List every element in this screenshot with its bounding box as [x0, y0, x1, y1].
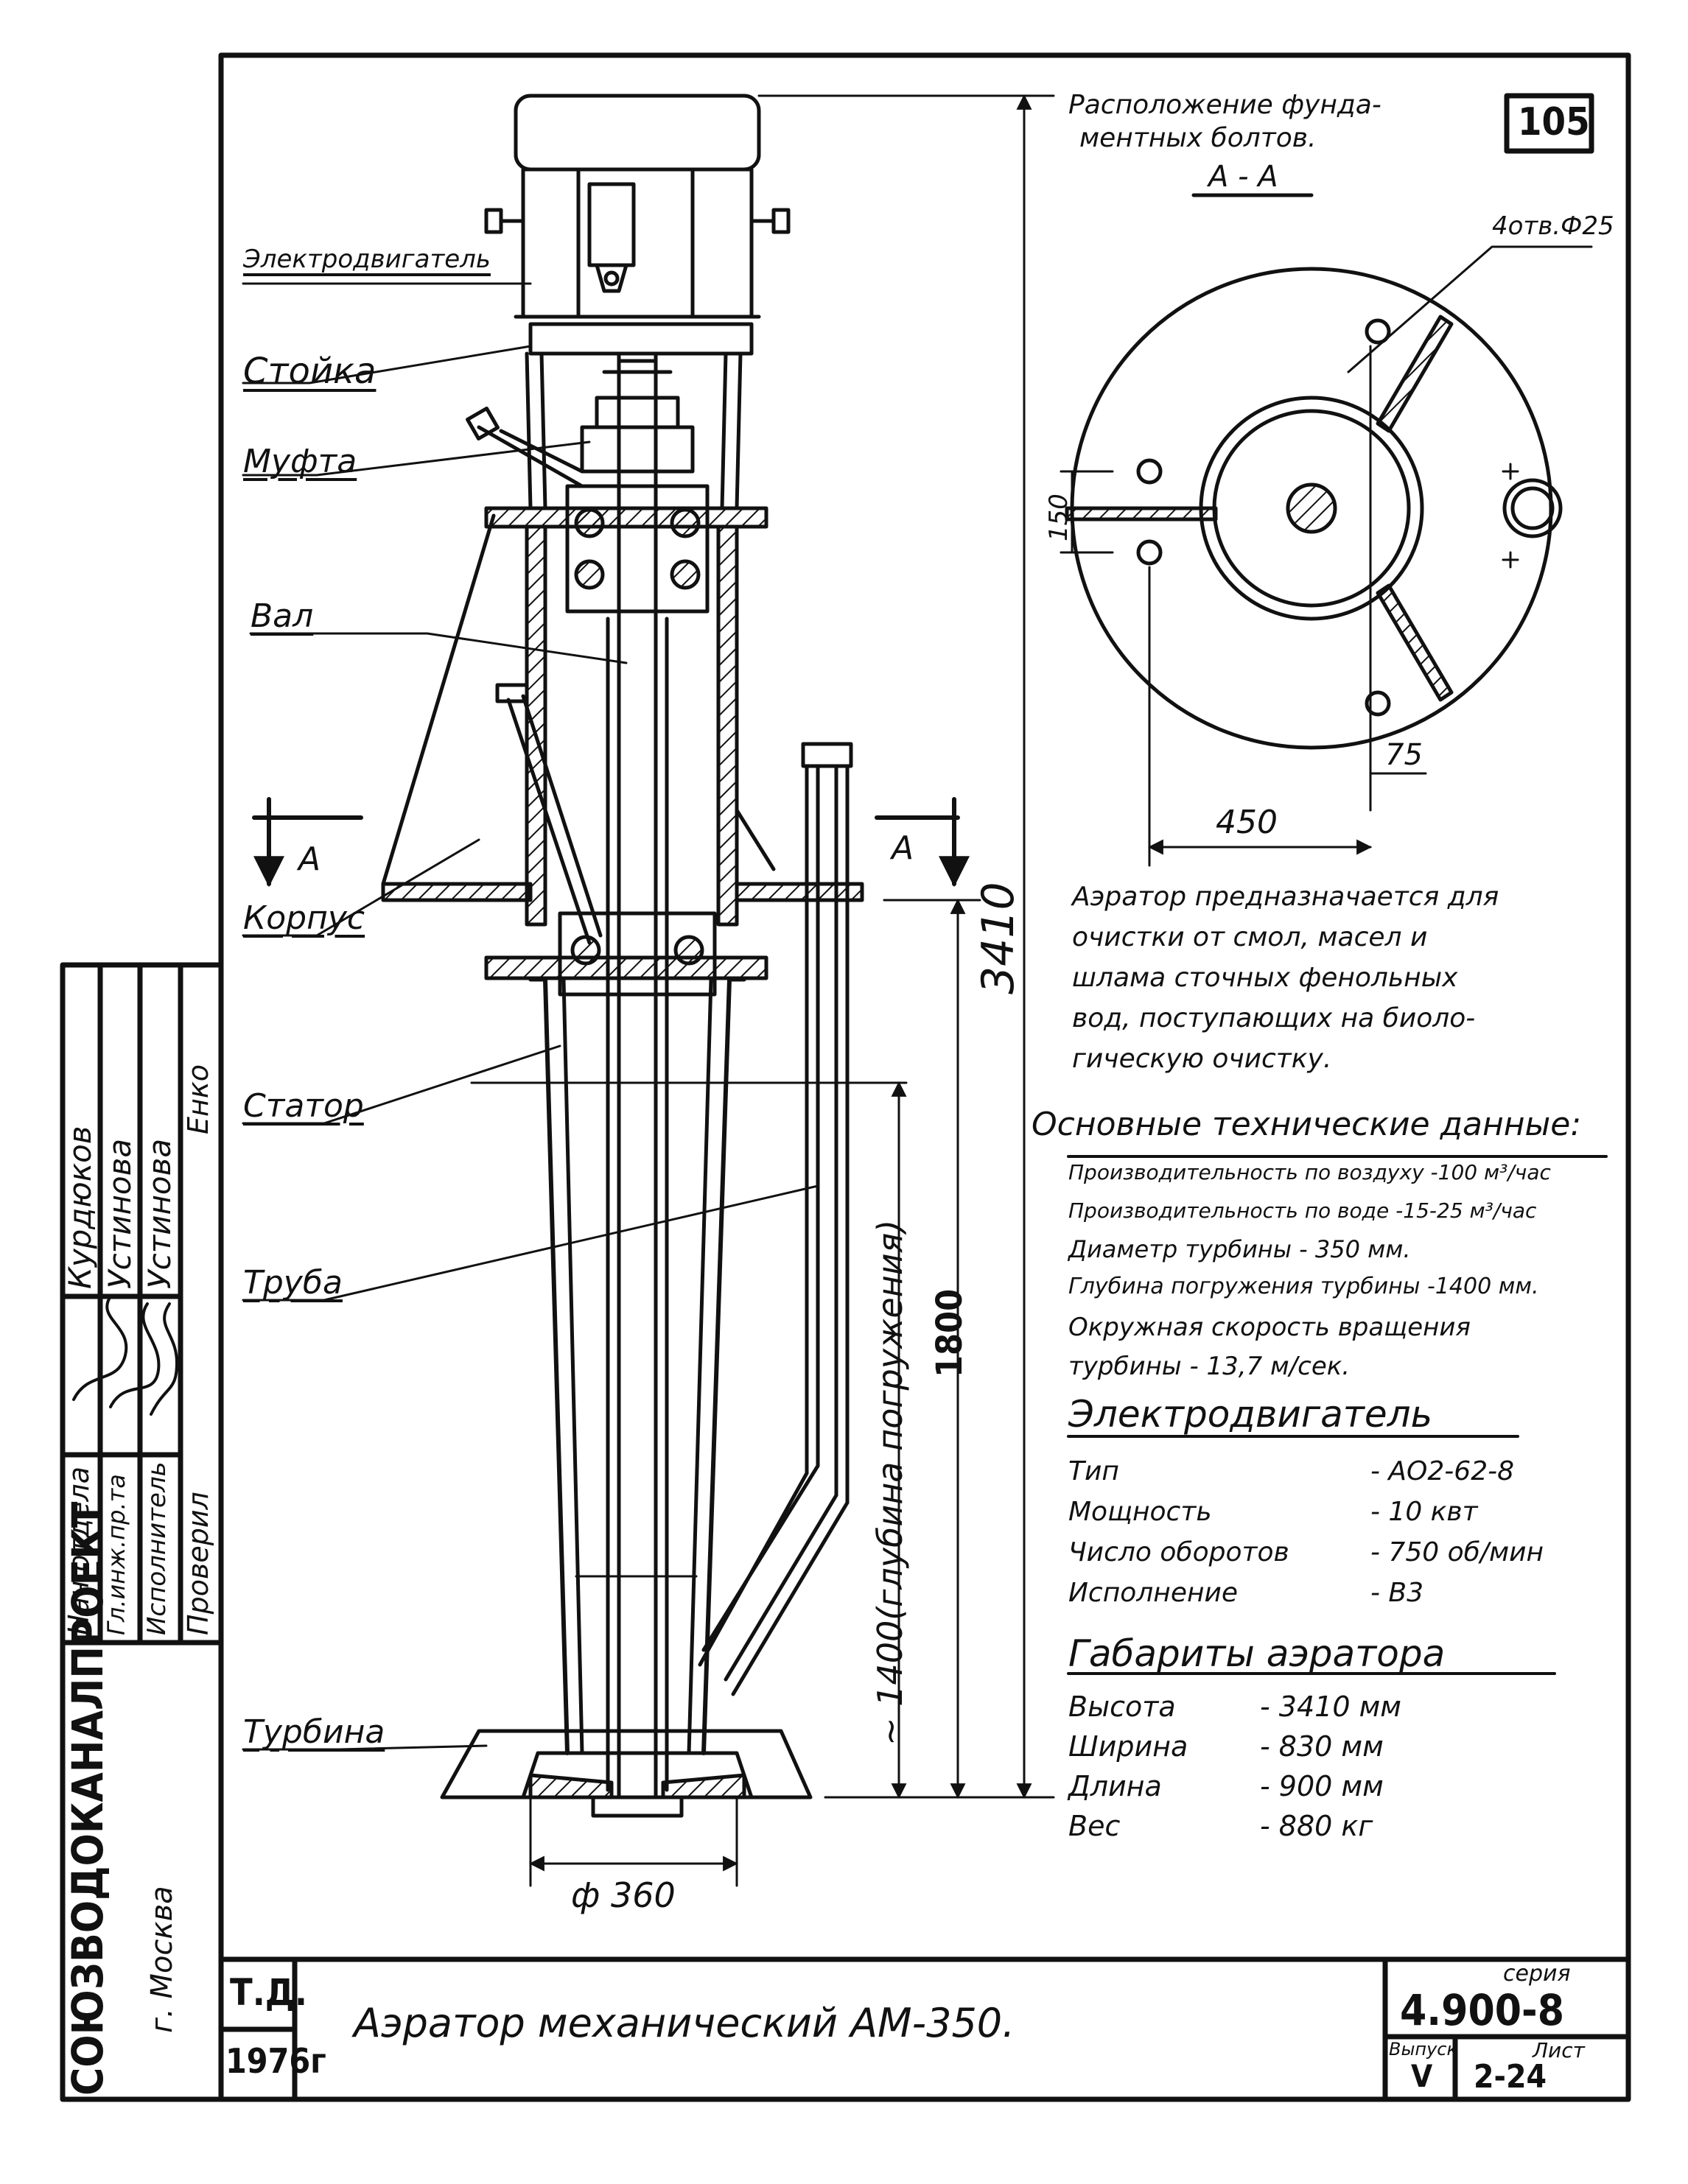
section-caption-line1: Расположение фунда-	[1068, 90, 1381, 120]
dim-75: 75	[1385, 738, 1423, 772]
name-executor: Устинова	[141, 1138, 178, 1289]
dimension-value: - 3410 мм	[1260, 1690, 1401, 1723]
section-a-left: А	[298, 840, 321, 878]
name-checker: Енко	[182, 1064, 214, 1134]
label-housing: Корпус	[243, 899, 365, 937]
motor-spec-name: Мощность	[1068, 1497, 1212, 1527]
sheet-number: 105	[1518, 100, 1590, 144]
description-line: Аэратор предназначается для	[1072, 882, 1499, 912]
dimension-name: Длина	[1068, 1770, 1162, 1802]
aerator-dimensions-title: Габариты аэратора	[1068, 1632, 1446, 1675]
role-executor: Исполнитель	[142, 1461, 172, 1635]
label-coupling: Муфта	[243, 443, 357, 480]
description-line: очистки от смол, масел и	[1072, 922, 1428, 952]
leader-lines	[242, 282, 819, 1751]
handwritten-signatures	[72, 1295, 178, 1416]
tech-data-title: Основные технические данные:	[1032, 1106, 1582, 1143]
dim-immersion: ~ 1400(глубина погружения)	[870, 1219, 910, 1746]
dim-diameter: ф 360	[571, 1875, 676, 1915]
motor-spec-value: - 750 об/мин	[1370, 1537, 1544, 1567]
label-stator: Статор	[243, 1087, 364, 1125]
section-mark: А - А	[1208, 160, 1278, 194]
name-chief-engineer: Устинова	[102, 1138, 138, 1289]
description-line: вод, поступающих на биоло-	[1072, 1003, 1476, 1033]
spec-underlines	[1067, 1155, 1608, 1675]
sheet-label: Лист	[1533, 2038, 1585, 2062]
dim-height: 3410	[973, 882, 1024, 994]
dimension-name: Ширина	[1068, 1730, 1188, 1763]
holes-label: 4отв.Ф25	[1492, 211, 1614, 241]
motor-spec-value: - АО2-62-8	[1370, 1456, 1514, 1486]
aerator-body	[252, 94, 1055, 1887]
tech-data-line: Глубина погружения турбины -1400 мм.	[1068, 1274, 1539, 1299]
city-name: г. Москва	[145, 1886, 179, 2033]
motor-spec-name: Исполнение	[1068, 1578, 1239, 1608]
tech-data-line: Производительность по воздуху -100 м³/ча…	[1068, 1160, 1551, 1184]
issue-label: Выпуск	[1389, 2039, 1457, 2060]
section-a-right: А	[892, 829, 914, 867]
motor-spec-name: Число оборотов	[1068, 1537, 1289, 1567]
label-pipe: Труба	[243, 1264, 343, 1302]
series-label: серия	[1503, 1961, 1571, 1987]
label-shaft: Вал	[251, 597, 314, 635]
year-label: 1976г	[225, 2041, 326, 2081]
tech-data-line: Диаметр турбины - 350 мм.	[1068, 1235, 1411, 1263]
name-head-dept: Курдюков	[62, 1126, 98, 1289]
role-checker: Проверил	[182, 1492, 214, 1635]
dim-1800: 1800	[929, 1288, 970, 1377]
organization-name: СОЮЗВОДОКАНАЛПРОЕКТ	[63, 1501, 113, 2096]
series-number: 4.900-8	[1400, 1985, 1565, 2035]
description-line: гическую очистку.	[1072, 1044, 1332, 1074]
td-label: Т.Д.	[230, 1971, 307, 2014]
drawing-title: Аэратор механический АМ-350.	[354, 2000, 1015, 2046]
dim-150: 150	[1044, 494, 1074, 541]
issue-number: V	[1411, 2058, 1433, 2094]
tech-data-line: Производительность по воде -15-25 м³/час	[1068, 1198, 1537, 1223]
dimension-name: Вес	[1068, 1810, 1121, 1842]
label-motor: Электродвигатель	[243, 245, 491, 274]
sheet-page: 2-24	[1474, 2058, 1547, 2096]
motor-spec-value: - 10 квт	[1370, 1497, 1478, 1527]
motor-spec-value: - В3	[1370, 1578, 1424, 1608]
motor-spec-name: Тип	[1068, 1456, 1119, 1486]
bolt-layout-view	[1060, 193, 1593, 867]
motor-specs-title: Электродвигатель	[1068, 1393, 1433, 1436]
label-stand: Стойка	[243, 351, 377, 392]
dim-450: 450	[1216, 804, 1278, 841]
label-turbine: Турбина	[243, 1713, 385, 1751]
section-caption-line2: ментных болтов.	[1079, 123, 1317, 153]
tech-data-line: Окружная скорость вращения	[1068, 1313, 1471, 1342]
dimension-value: - 830 мм	[1260, 1730, 1384, 1763]
dimension-name: Высота	[1068, 1690, 1176, 1723]
tech-data-line: турбины - 13,7 м/сек.	[1068, 1352, 1351, 1381]
description-line: шлама сточных фенольных	[1072, 963, 1458, 993]
sheet-frame	[60, 52, 1631, 2102]
dimension-value: - 900 мм	[1260, 1770, 1384, 1802]
dimension-value: - 880 кг	[1260, 1810, 1373, 1842]
